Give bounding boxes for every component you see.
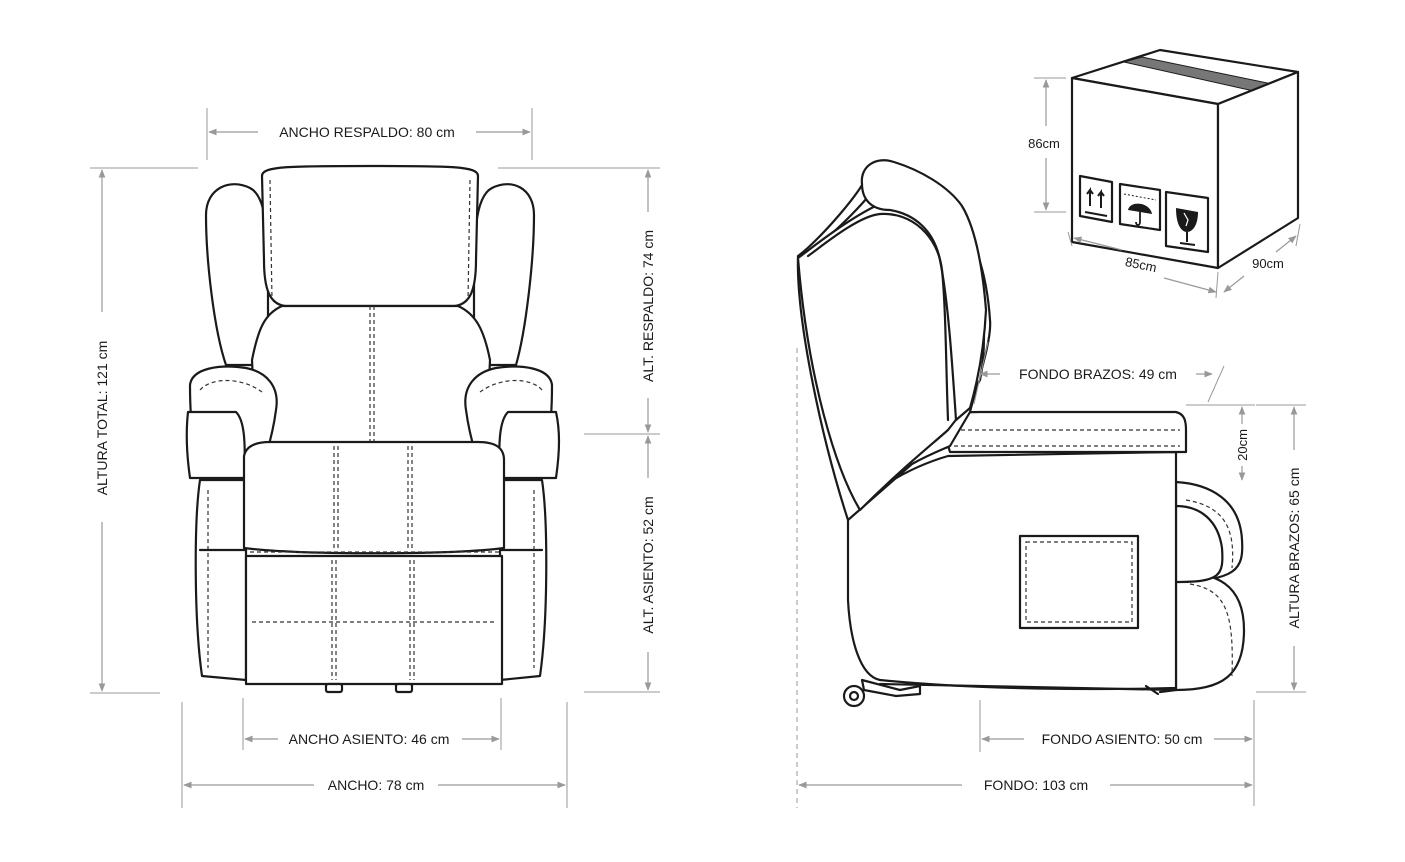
keep-dry-icon (1118, 182, 1162, 232)
fragile-icon (1164, 190, 1210, 254)
alt-asiento-label: ALT. ASIENTO: 52 cm (640, 496, 656, 633)
alt-respaldo-label: ALT. RESPALDO: 74 cm (640, 230, 656, 382)
front-dimensions: ANCHO RESPALDO: 80 cm ALTURA TOTAL: 121 … (90, 108, 660, 808)
box-height-label: 86cm (1028, 136, 1060, 151)
altura-brazos-label: ALTURA BRAZOS: 65 cm (1286, 468, 1302, 629)
side-view-chair (796, 159, 1246, 708)
ancho-label: ANCHO: 78 cm (328, 777, 424, 793)
ancho-asiento-label: ANCHO ASIENTO: 46 cm (289, 731, 450, 747)
ancho-respaldo-label: ANCHO RESPALDO: 80 cm (279, 124, 455, 140)
box-width-label: 85cm (1124, 254, 1158, 275)
side-dimensions: FONDO BRAZOS: 49 cm 20cm ALTURA BRAZOS: … (796, 341, 1306, 808)
fondo-asiento-label: FONDO ASIENTO: 50 cm (1042, 731, 1203, 747)
fondo-brazos-label: FONDO BRAZOS: 49 cm (1019, 366, 1177, 382)
front-view-chair (185, 164, 561, 694)
this-side-up-icon (1078, 174, 1114, 224)
box-depth-label: 90cm (1252, 256, 1284, 271)
altura-total-label: ALTURA TOTAL: 121 cm (94, 341, 110, 496)
fondo-label: FONDO: 103 cm (984, 777, 1088, 793)
alto-brazo-label: 20cm (1235, 429, 1250, 461)
packaging-box: 86cm 85cm 90cm (1028, 48, 1301, 299)
